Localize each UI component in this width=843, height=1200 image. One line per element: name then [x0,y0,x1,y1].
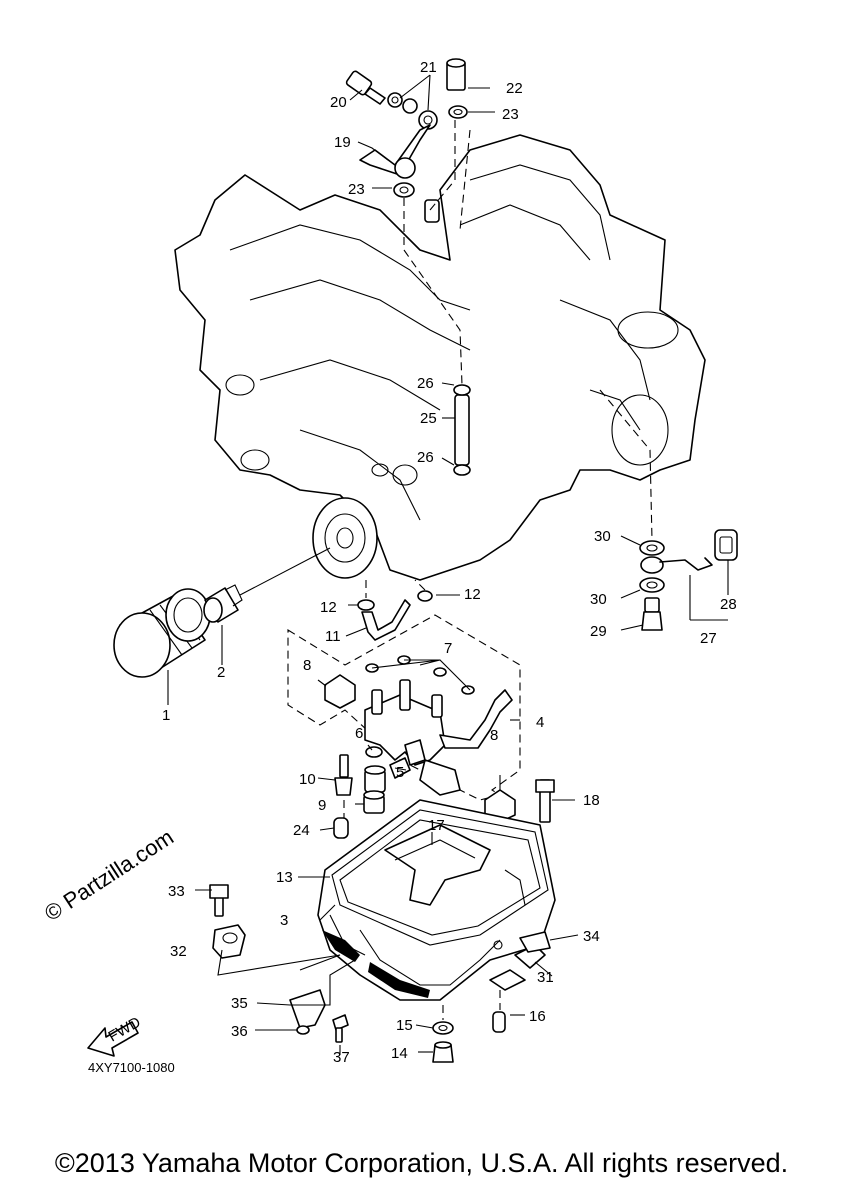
callout-18: 18 [583,792,600,809]
small-parts-left [333,754,555,839]
callout-20: 20 [330,94,347,111]
callout-26b: 26 [417,449,434,466]
callout-9: 9 [318,797,326,814]
callout-21: 21 [420,59,437,76]
callout-33: 33 [168,883,185,900]
callout-labels: 1 2 3 4 5 6 7 8 8 9 10 11 12 12 13 14 15… [162,59,737,1066]
callout-25: 25 [420,410,437,427]
callout-13: 13 [276,869,293,886]
callout-12a: 12 [320,599,337,616]
callout-3: 3 [280,912,288,929]
callout-24: 24 [293,822,310,839]
callout-4: 4 [536,714,544,731]
callout-19: 19 [334,134,351,151]
callout-23b: 23 [348,181,365,198]
oil-level-switch [639,529,738,631]
callout-30a: 30 [594,528,611,545]
oil-filter [113,588,211,678]
callout-8a: 8 [303,657,311,674]
callout-31: 31 [537,969,554,986]
callout-12b: 12 [464,586,481,603]
breather-parts [209,884,349,1043]
oil-pan [317,799,556,1001]
copyright-notice: ©2013 Yamaha Motor Corporation, U.S.A. A… [54,1148,789,1178]
callout-36: 36 [231,1023,248,1040]
callout-29: 29 [590,623,607,640]
callout-30b: 30 [590,591,607,608]
assembly-guide-lines [343,120,653,1020]
callout-1: 1 [162,707,170,724]
callout-6: 6 [355,725,363,742]
callout-5: 5 [396,764,404,781]
forward-direction-arrow: FWD [87,1014,144,1057]
leader-lines [167,74,729,1055]
callout-11: 11 [325,628,341,645]
callout-15: 15 [396,1017,413,1034]
callout-2: 2 [217,664,225,681]
callout-10: 10 [299,771,316,788]
oil-pipe-11 [357,590,433,641]
callout-16: 16 [529,1008,546,1025]
callout-22: 22 [506,80,523,97]
callout-26a: 26 [417,375,434,392]
drain-parts [432,931,551,1063]
oil-delivery-pipe-assembly [345,58,468,223]
callout-32: 32 [170,943,187,960]
oil-pump-strainer-assembly [287,614,521,823]
callout-7: 7 [444,640,452,657]
callout-23a: 23 [502,106,519,123]
callout-34: 34 [583,928,600,945]
drawing-code: 4XY7100-1080 [88,1060,175,1075]
callout-14: 14 [391,1045,408,1062]
callout-17: 17 [428,817,445,834]
callout-28: 28 [720,596,737,613]
callout-37: 37 [333,1049,350,1066]
oil-pipe-25 [453,384,471,476]
callout-35: 35 [231,995,248,1012]
engine-crankcase [174,134,706,581]
callout-27: 27 [700,630,717,647]
callout-8b: 8 [490,727,498,744]
oil-filter-union-bolt [203,584,243,623]
